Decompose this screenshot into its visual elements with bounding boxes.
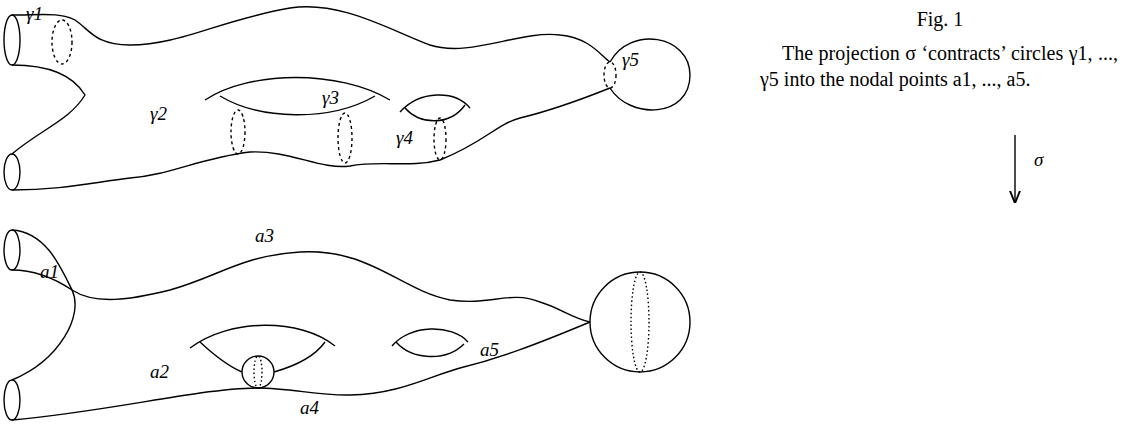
- curve-label: a3: [255, 226, 274, 245]
- curve-label: γ1: [26, 4, 43, 23]
- curve-label: a5: [480, 340, 499, 359]
- curve-label: γ2: [150, 104, 167, 123]
- smooth-surface: [4, 7, 690, 190]
- curve-label: a1: [40, 262, 59, 281]
- curve-label: γ3: [322, 88, 339, 107]
- curve-label: a4: [300, 398, 319, 417]
- figure-caption: The projection σ ‘contracts’ circles γ1,…: [760, 40, 1118, 92]
- curve-label: γ4: [396, 128, 413, 147]
- nodal-surface: [4, 230, 690, 420]
- map-symbol: σ: [1034, 150, 1043, 169]
- curve-label: γ5: [622, 50, 639, 69]
- curve-label: a2: [150, 362, 169, 381]
- projection-arrow: [1014, 135, 1015, 202]
- figure-title: Fig. 1: [760, 8, 1120, 31]
